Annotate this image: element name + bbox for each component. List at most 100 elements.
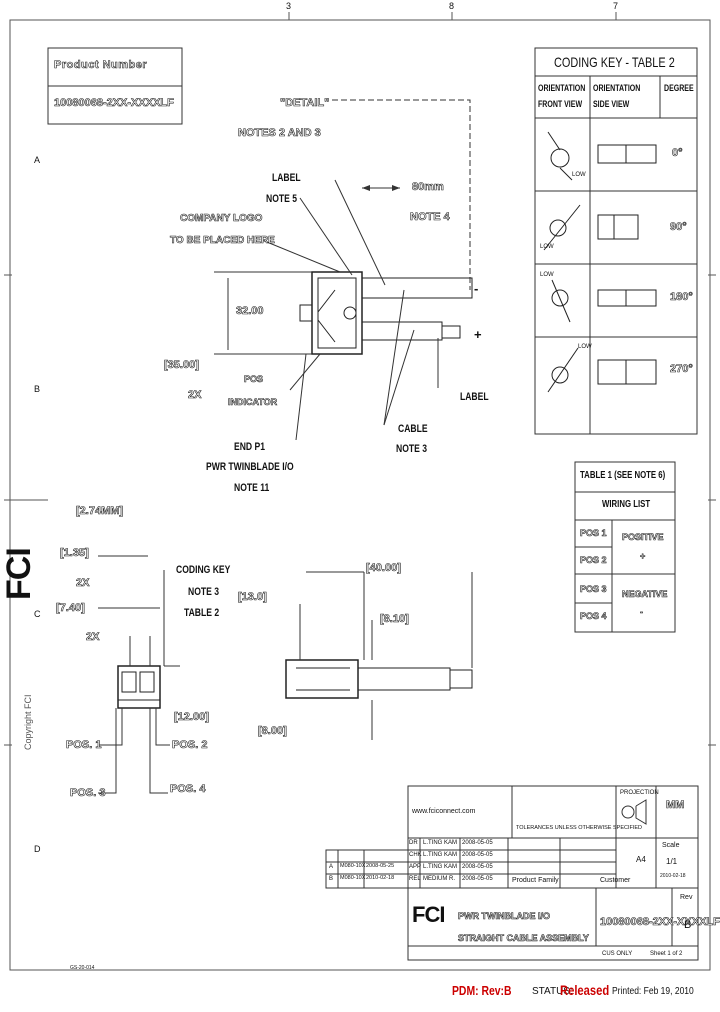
dim-8-00: [8.00] <box>258 725 287 737</box>
coding-col3: DEGREE <box>664 83 694 93</box>
dim-12: [12.00] <box>174 711 209 723</box>
wiring-desc2: + <box>640 551 646 561</box>
wiring-table-subtitle: WIRING LIST <box>602 499 651 510</box>
end-p1-line1: END P1 <box>234 441 266 453</box>
dr-role-3: REL <box>409 876 421 882</box>
status-value: Released <box>560 982 610 998</box>
label-note5-line2: NOTE 5 <box>266 193 297 205</box>
degree-90: 90° <box>670 221 687 233</box>
pos4-label: POS. 4 <box>170 783 206 795</box>
customer: Customer <box>600 877 631 884</box>
dr-date-2: 2008-05-05 <box>462 864 493 870</box>
rev-label: Rev <box>680 894 693 901</box>
grid-left-a: A <box>34 155 41 165</box>
pos2-label: POS. 2 <box>172 739 208 751</box>
coding-key-line2: NOTE 3 <box>188 586 219 598</box>
note4: NOTE 4 <box>410 211 450 223</box>
grid-top-2: 8 <box>449 1 455 11</box>
label-note5-line1: LABEL <box>272 172 301 184</box>
low-tag-0: LOW <box>572 172 586 178</box>
notes-2-3: NOTES 2 AND 3 <box>238 127 321 139</box>
rev-a: A <box>329 864 334 870</box>
scale-label: Scale <box>662 842 680 849</box>
company-logo-line2: TO BE PLACED HERE <box>170 235 275 246</box>
dim-35: [35.00] <box>164 359 199 371</box>
projection-label: PROJECTION <box>620 790 659 796</box>
date-small: 2010-02-18 <box>660 873 686 879</box>
dr-date-0: 2008-05-05 <box>462 840 493 846</box>
end-p1-line3: NOTE 11 <box>234 482 270 494</box>
cable-note3-line1: CABLE <box>398 423 428 435</box>
coding-key-line3: TABLE 2 <box>184 607 220 619</box>
degree-0: 0° <box>672 147 683 159</box>
company-logo-line1: COMPANY LOGO <box>180 213 263 224</box>
pos-indicator-line2: INDICATOR <box>228 397 278 407</box>
wiring-desc4: - <box>640 607 644 617</box>
fci-logo-vertical: FCI <box>0 548 38 600</box>
rev-a-date: 2008-05-25 <box>366 863 395 869</box>
wiring-pos2: POS 2 <box>580 555 607 565</box>
low-tag-180: LOW <box>540 272 554 278</box>
grid-left-c: C <box>34 609 41 619</box>
degree-180: 180° <box>670 291 693 303</box>
dr-date-3: 2008-05-05 <box>462 876 493 882</box>
low-tag-270: LOW <box>578 344 592 350</box>
rev-b-date: 2010-02-18 <box>366 875 395 881</box>
dim-2x-a: 2X <box>188 389 202 401</box>
coding-key-line1: CODING KEY <box>176 564 231 576</box>
dr-role-2: APP <box>409 864 422 870</box>
dim-13: [13.0] <box>238 591 267 603</box>
dr-name-0: L.TING KAM <box>423 840 458 846</box>
pos1-label: POS. 1 <box>66 739 102 751</box>
pos3-label: POS. 3 <box>70 787 106 799</box>
wiring-desc1: POSITIVE <box>622 532 664 542</box>
wiring-pos3: POS 3 <box>580 584 607 594</box>
low-tag-90: LOW <box>540 244 554 250</box>
dr-role-0: DR <box>409 840 418 846</box>
rev-a-ecn: M080-10X <box>340 863 366 869</box>
grid-top-1: 3 <box>286 1 292 11</box>
title-line1: PWR TWINBLADE I/O <box>458 911 551 921</box>
coding-col1-line1: ORIENTATION <box>538 83 586 93</box>
dr-role-1: CHK <box>409 852 422 858</box>
status-label: STATUS: <box>532 986 573 997</box>
sheet-info: Sheet 1 of 2 <box>650 951 683 957</box>
coding-col1-line2: FRONT VIEW <box>538 99 583 109</box>
coding-col2-line1: ORIENTATION <box>593 83 641 93</box>
dr-name-2: L.TING KAM <box>423 864 458 870</box>
plus-sign: + <box>474 327 482 342</box>
label-right: LABEL <box>460 391 489 403</box>
dim-40: [40.00] <box>366 562 401 574</box>
product-number-value: 10080068-2XX-XXXXLF <box>54 97 174 109</box>
coding-table-title: CODING KEY - TABLE 2 <box>554 54 675 70</box>
end-p1-line2: PWR TWINBLADE I/O <box>206 461 294 473</box>
dim-2x-b: 2X <box>76 577 90 589</box>
cable-note3-line2: NOTE 3 <box>396 443 427 455</box>
rev-value: B <box>684 919 692 931</box>
wiring-table-title: TABLE 1 (SEE NOTE 6) <box>580 470 666 481</box>
pos-indicator-line1: POS <box>244 374 264 384</box>
wiring-desc3: NEGATIVE <box>622 589 668 599</box>
wiring-pos1: POS 1 <box>580 528 607 538</box>
sheet-size: A4 <box>636 855 646 864</box>
dim-7-40: [7.40] <box>56 602 85 614</box>
product-number-label: Product Number <box>54 59 148 71</box>
fci-logo: FCI <box>412 902 445 927</box>
dr-name-1: L.TING KAM <box>423 852 458 858</box>
form-number: GS-20-014 <box>70 965 95 971</box>
units: MM <box>666 799 685 811</box>
dim-80mm: 80mm <box>412 181 444 193</box>
pdm-rev: PDM: Rev:B <box>452 983 512 998</box>
copyright-text: Copyright FCI <box>23 694 33 750</box>
doc-number: 10080068-2XX-XXXXLF <box>600 916 720 928</box>
rev-b-ecn: M080-10X <box>340 875 366 881</box>
cus-only: CUS ONLY <box>602 951 633 957</box>
rev-b: B <box>329 876 334 882</box>
grid-top-3: 7 <box>613 1 619 11</box>
scale-value: 1/1 <box>666 857 678 866</box>
crimp-dim: [2.74MM] <box>76 505 124 517</box>
title-line2: STRAIGHT CABLE ASSEMBLY <box>458 933 589 943</box>
grid-left-d: D <box>34 844 41 854</box>
tolerances: TOLERANCES UNLESS OTHERWISE SPECIFIED <box>516 825 643 831</box>
